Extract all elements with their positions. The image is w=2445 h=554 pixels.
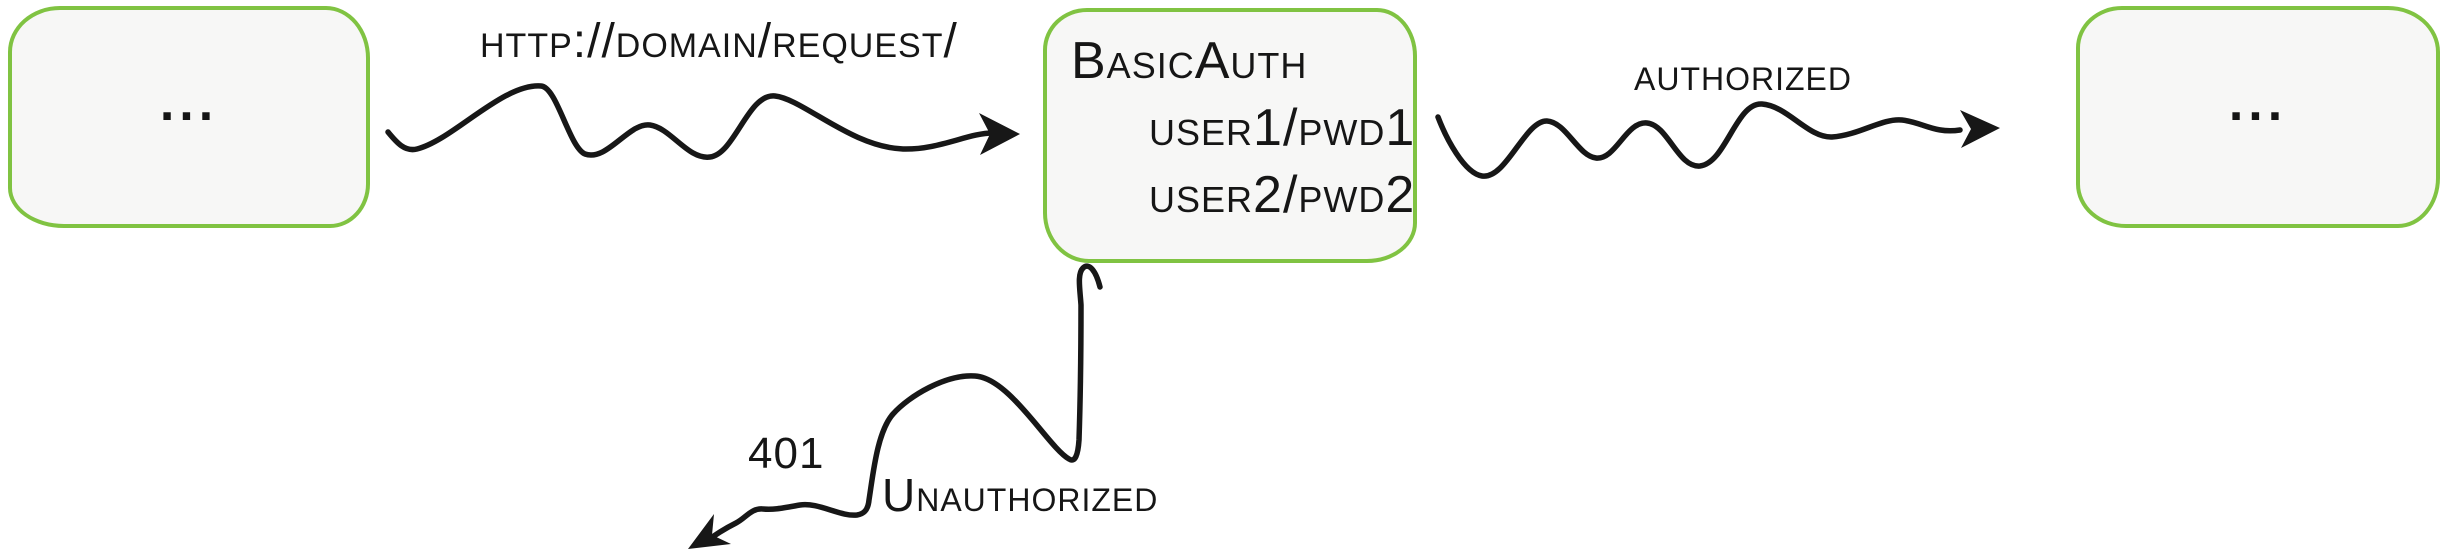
auth-server-text: BasicAuth user1/pwd1 user2/pwd2	[1047, 12, 1416, 229]
unauthorized-arrow	[688, 263, 1103, 549]
credential-1: user1/pwd1	[1149, 99, 1416, 157]
client-node: ...	[8, 6, 370, 228]
backend-ellipsis-label: ...	[2228, 74, 2288, 132]
auth-server-node: BasicAuth user1/pwd1 user2/pwd2	[1043, 8, 1417, 263]
request-arrow	[385, 83, 1020, 160]
request-arrow-line	[385, 83, 996, 160]
arrowhead-right-icon	[979, 113, 1020, 155]
client-ellipsis-label: ...	[159, 74, 219, 132]
backend-node: ...	[2076, 6, 2440, 228]
arrowhead-right-icon	[1960, 110, 2000, 148]
arrowhead-down-left-icon	[688, 514, 731, 549]
request-url-label: http://domain/request/	[480, 15, 958, 68]
authorized-arrow-line	[1435, 101, 1963, 179]
credential-2: user2/pwd2	[1149, 166, 1416, 224]
authorized-label: authorized	[1634, 49, 1852, 100]
status-code-label: 401	[748, 429, 825, 478]
auth-title: BasicAuth	[1071, 32, 1308, 90]
authorized-arrow	[1435, 101, 2000, 179]
unauthorized-arrow-line	[701, 263, 1103, 546]
unauthorized-label: Unauthorized	[882, 469, 1159, 521]
